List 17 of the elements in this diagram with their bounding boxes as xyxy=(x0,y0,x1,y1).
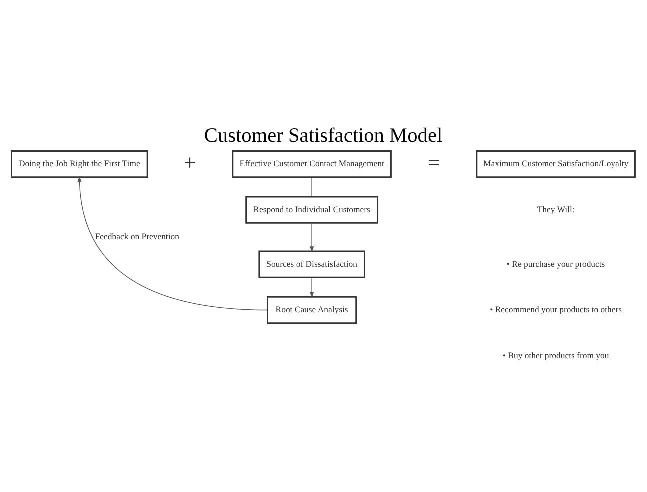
arrow xyxy=(310,277,314,298)
node-box: Maximum Customer Satisfaction/Loyalty xyxy=(476,150,636,178)
node-box: Respond to Individual Customers xyxy=(246,196,379,224)
node-box: Sources of Dissatisfaction xyxy=(258,250,366,278)
label: They Will: xyxy=(537,204,575,214)
arrow xyxy=(78,176,268,311)
label: = xyxy=(428,150,440,175)
diagram-title: Customer Satisfaction Model xyxy=(204,125,443,148)
label: • Recommend your products to others xyxy=(490,304,622,315)
edge-label: Feedback on Prevention xyxy=(95,232,180,242)
label: • Buy other products from you xyxy=(502,350,610,360)
node-box: Root Cause Analysis xyxy=(267,296,358,324)
label: • Re purchase your products xyxy=(506,258,606,269)
label: + xyxy=(184,150,196,175)
node-box: Effective Customer Contact Management xyxy=(232,150,392,178)
arrow xyxy=(310,222,314,252)
node-box: Doing the Job Right the First Time xyxy=(11,150,148,178)
